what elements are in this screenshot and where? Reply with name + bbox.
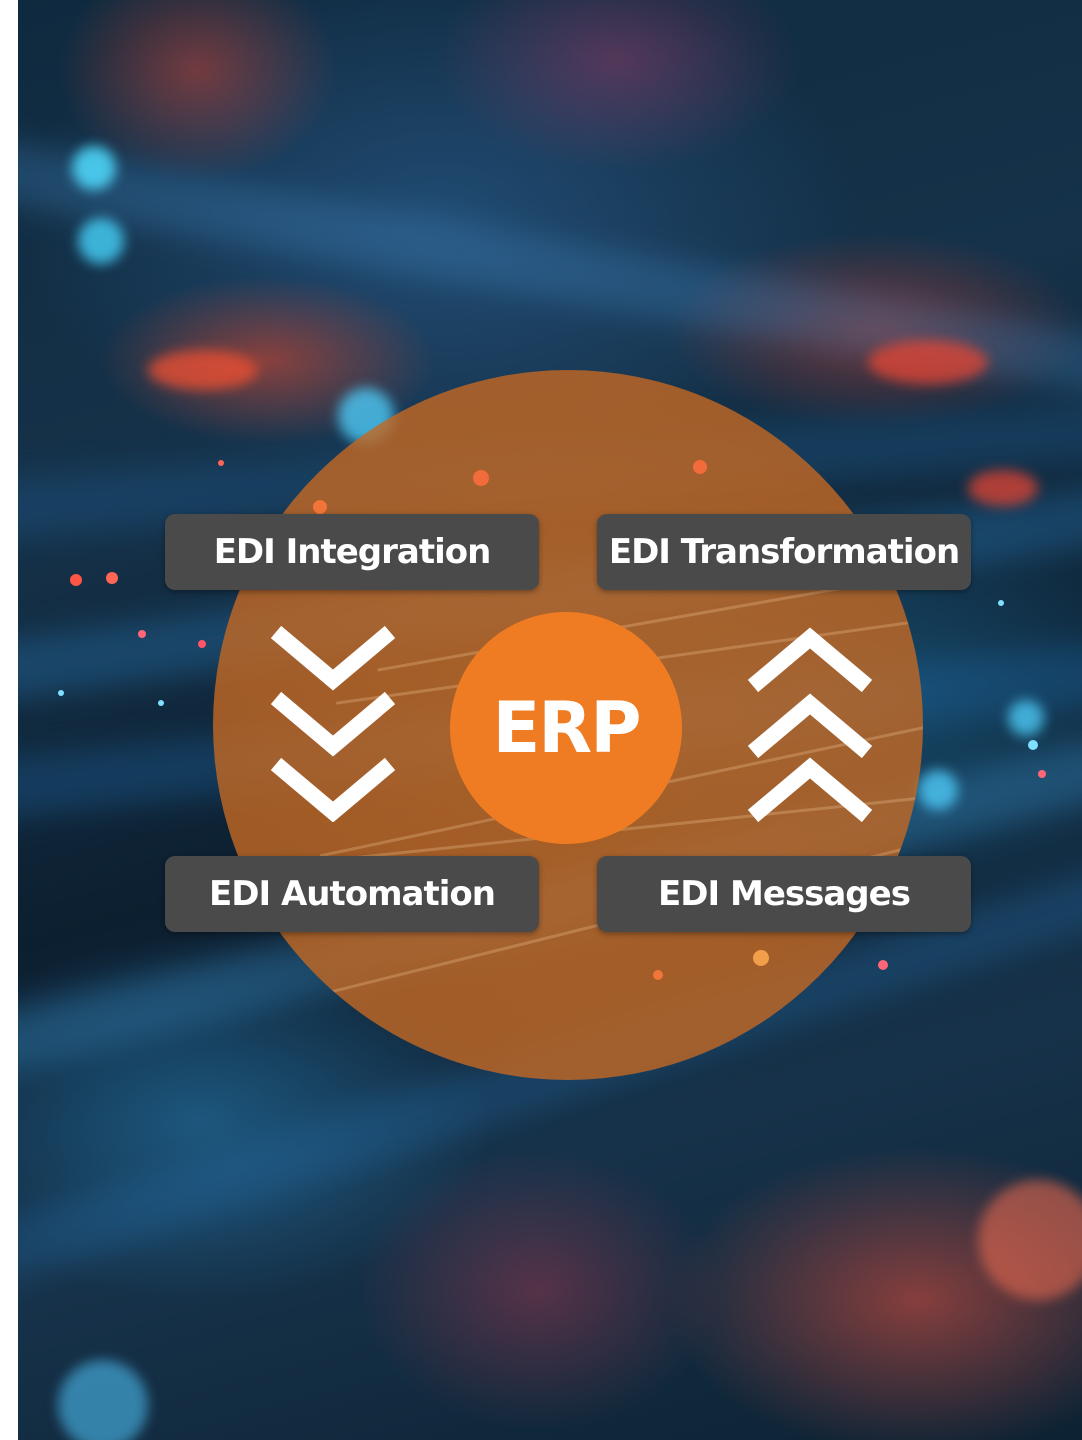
edi-integration-box: EDI Integration xyxy=(165,514,539,590)
bokeh-light xyxy=(918,770,958,810)
light-dot xyxy=(473,470,489,486)
edi-messages-label: EDI Messages xyxy=(658,874,911,914)
bokeh-light xyxy=(868,340,988,384)
bokeh-light xyxy=(1008,700,1044,736)
bokeh-light xyxy=(978,1180,1082,1300)
light-dot xyxy=(138,630,146,638)
bokeh-light xyxy=(78,218,124,264)
chevron-up-icon xyxy=(747,627,873,693)
light-dot xyxy=(313,500,327,514)
light-dot xyxy=(218,460,224,466)
light-dot xyxy=(693,460,707,474)
light-dot xyxy=(1038,770,1046,778)
bokeh-light xyxy=(148,350,258,390)
chevron-down-icon xyxy=(270,626,396,691)
light-dot xyxy=(106,572,118,584)
light-dot xyxy=(70,574,82,586)
chevron-down-icon xyxy=(270,691,396,757)
edi-messages-box: EDI Messages xyxy=(597,856,971,932)
light-dot xyxy=(753,950,769,966)
chevron-up-icon xyxy=(747,693,873,759)
chevron-up-arrows xyxy=(747,627,873,822)
light-dot xyxy=(998,600,1004,606)
light-dot xyxy=(158,700,164,706)
light-dot xyxy=(878,960,888,970)
bokeh-light xyxy=(72,146,116,190)
light-dot xyxy=(58,690,64,696)
bokeh-light xyxy=(58,1360,148,1440)
chevron-down-arrows xyxy=(270,626,396,822)
edi-transformation-label: EDI Transformation xyxy=(608,532,960,572)
left-margin xyxy=(0,0,18,1440)
edi-automation-label: EDI Automation xyxy=(209,874,496,914)
erp-circle: ERP xyxy=(450,612,682,844)
light-dot xyxy=(198,640,206,648)
edi-automation-box: EDI Automation xyxy=(165,856,539,932)
chevron-up-icon xyxy=(747,757,873,822)
edi-transformation-box: EDI Transformation xyxy=(597,514,971,590)
light-dot xyxy=(653,970,663,980)
light-dot xyxy=(1028,740,1038,750)
edi-integration-label: EDI Integration xyxy=(213,532,492,572)
bokeh-light xyxy=(968,470,1038,506)
chevron-down-icon xyxy=(270,757,396,822)
erp-label: ERP xyxy=(492,687,641,769)
